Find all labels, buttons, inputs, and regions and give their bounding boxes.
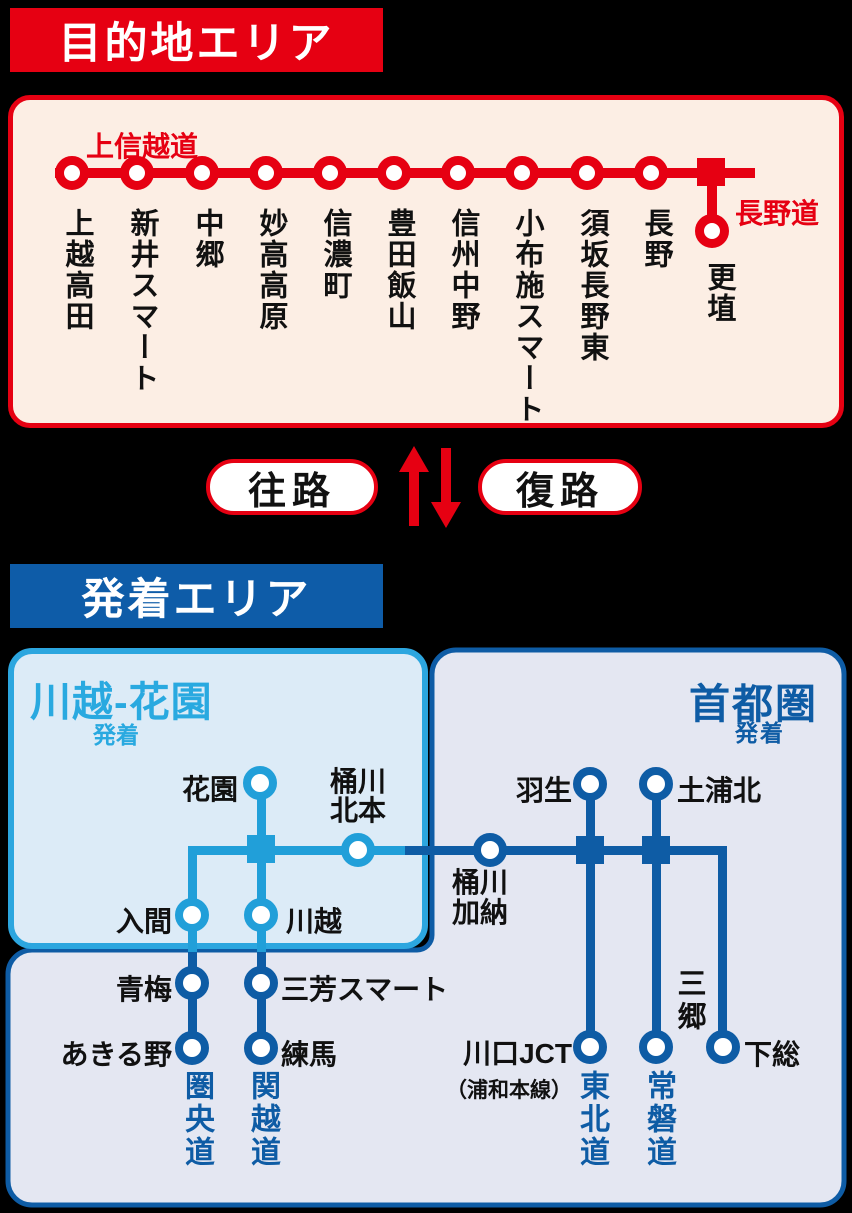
station-label-kawaguchijct: 川口JCT （浦和本線） xyxy=(436,1032,572,1104)
station-node-tsuchiurakita xyxy=(639,767,673,801)
station-label-iruma: 入間 xyxy=(115,906,172,937)
kawagoe-area-title: 川越-花園 xyxy=(30,679,213,725)
station-label-tsuchiurakita: 土浦北 xyxy=(677,775,762,806)
station-node-koshoku xyxy=(695,214,729,248)
road-label-kenodo: 圏央道 xyxy=(180,1070,213,1169)
tsurugashima-junction-node xyxy=(247,835,275,863)
station-label-okegawakitamoto: 桶川 北本 xyxy=(329,766,386,827)
station-label: 小布施スマート xyxy=(511,208,543,425)
station-node-ome xyxy=(175,966,209,1000)
kawaguchijct-note: （浦和本線） xyxy=(446,1079,572,1102)
station-label: 信濃町 xyxy=(319,208,351,301)
jobando-line xyxy=(652,784,661,1047)
destination-area-box xyxy=(8,95,844,428)
station-node-okegawakitamoto xyxy=(341,833,375,867)
kenodo-line-cyan xyxy=(188,846,410,855)
nagano-road-label: 長野道 xyxy=(735,198,820,229)
outbound-label: 往路 xyxy=(247,470,336,513)
station-label: 新井スマート xyxy=(126,208,158,394)
station-node-shinanomachi xyxy=(313,156,347,190)
tsukuba-junction-node xyxy=(642,836,670,864)
koshoku-junction-node xyxy=(697,158,725,186)
station-node-araismart xyxy=(120,156,154,190)
station-label: 信州中野 xyxy=(447,208,479,332)
departure-header-label: 発着エリア xyxy=(81,576,312,624)
kenodo-south-line xyxy=(188,952,197,1048)
station-label-hanazono: 花園 xyxy=(181,774,238,805)
station-label-kawagoe: 川越 xyxy=(286,906,343,937)
station-node-hanazono xyxy=(243,766,277,800)
station-label: 須坂長野東 xyxy=(576,208,608,363)
station-node-myokokogen xyxy=(249,156,283,190)
outbound-pill: 往路 xyxy=(206,459,378,515)
station-node-nakago xyxy=(185,156,219,190)
kuki-shiraoka-junction-node xyxy=(576,836,604,864)
station-node-hanyu xyxy=(573,767,607,801)
station-node-obusesmart xyxy=(505,156,539,190)
station-node-shimofusa xyxy=(706,1030,740,1064)
station-label-koshoku: 更埴 xyxy=(703,262,735,324)
station-label: 長野 xyxy=(640,208,672,270)
road-label-tohokudo: 東北道 xyxy=(575,1070,608,1169)
station-node-toyotaiiyama xyxy=(377,156,411,190)
station-node-kawagoe xyxy=(244,898,278,932)
kenodo-line-blue xyxy=(405,846,727,855)
station-label: 妙高高原 xyxy=(255,208,287,332)
kanetsudo-south-line xyxy=(257,952,266,1048)
inbound-pill: 復路 xyxy=(478,459,642,515)
kenodo-east-line xyxy=(718,846,727,1047)
station-node-iruma xyxy=(175,898,209,932)
station-label: 上越高田 xyxy=(61,208,93,332)
station-node-okegawakano xyxy=(473,833,507,867)
kanetsudo-line-cyan xyxy=(257,783,266,952)
station-label-akiruno: あきる野 xyxy=(60,1039,172,1070)
departure-header-banner: 発着エリア xyxy=(10,564,383,628)
station-label-shimofusa: 下総 xyxy=(744,1039,801,1070)
station-label-nerima: 練馬 xyxy=(281,1039,338,1070)
kawagoe-hanazono-area-box xyxy=(8,648,428,949)
station-node-miyoshismart xyxy=(244,966,278,1000)
destination-header-banner: 目的地エリア xyxy=(10,8,383,72)
station-label: 豊田飯山 xyxy=(383,208,415,332)
nagano-branch-line xyxy=(707,173,717,231)
station-node-nerima xyxy=(244,1031,278,1065)
station-label-misato: 三郷 xyxy=(673,968,705,1034)
station-node-joetsutakada xyxy=(55,156,89,190)
road-label-jobando: 常磐道 xyxy=(642,1070,675,1169)
station-label-miyoshismart: 三芳スマート xyxy=(281,974,449,1005)
road-label-kanetsudo: 関越道 xyxy=(246,1070,279,1169)
kawagoe-area-subtitle: 発着 xyxy=(93,722,139,748)
station-node-misato xyxy=(639,1030,673,1064)
station-label-hanyu: 羽生 xyxy=(515,775,572,806)
station-label: 中郷 xyxy=(191,208,223,270)
station-label-ome: 青梅 xyxy=(115,974,172,1005)
station-label-okegawakano: 桶川 加納 xyxy=(452,867,509,928)
station-node-suzakanaganohigashi xyxy=(570,156,604,190)
tohokudo-line xyxy=(586,784,595,1047)
destination-header-label: 目的地エリア xyxy=(58,20,335,68)
station-node-nagano xyxy=(634,156,668,190)
station-node-akiruno xyxy=(175,1031,209,1065)
inbound-label: 復路 xyxy=(515,470,604,513)
shutoken-area-subtitle: 発着 xyxy=(735,720,785,746)
station-node-shinshunakano xyxy=(441,156,475,190)
shutoken-area-title: 首都圏 xyxy=(689,681,818,727)
station-node-kawaguchijct xyxy=(573,1030,607,1064)
